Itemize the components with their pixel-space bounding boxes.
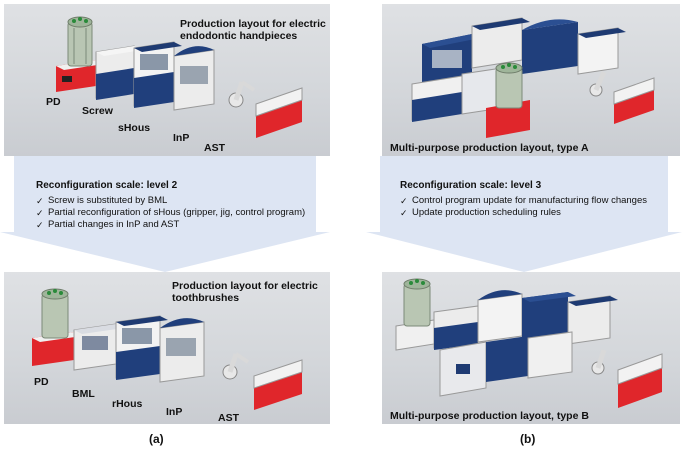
arrow-a-list: ✓Screw is substituted by BML ✓Partial re… [36, 195, 305, 231]
label-inp: InP [173, 132, 190, 144]
check-icon: ✓ [36, 208, 44, 218]
check-icon: ✓ [36, 220, 44, 230]
label-ast: AST [218, 412, 239, 424]
list-item: ✓Screw is substituted by BML [36, 195, 168, 206]
label-inp: InP [166, 406, 183, 418]
reconfiguration-arrow-b [366, 156, 682, 272]
panel-a-top-caption: Production layout for electric endodonti… [180, 18, 326, 42]
reconfiguration-arrow-a [0, 156, 330, 272]
label-rhous: rHous [112, 398, 143, 410]
list-item: ✓Partial changes in InP and AST [36, 219, 180, 230]
label-shous: sHous [118, 122, 151, 134]
list-item: ✓Partial reconfiguration of sHous (gripp… [36, 207, 306, 218]
label-pd: PD [34, 376, 49, 388]
list-item: ✓Control program update for manufacturin… [400, 195, 647, 206]
multi-purpose-layout-b-render [395, 278, 663, 408]
check-icon: ✓ [400, 196, 408, 206]
label-pd: PD [46, 96, 61, 108]
production-layout-toothbrushes-render [32, 288, 303, 410]
label-bml: BML [72, 388, 95, 400]
panel-b-bottom: Multi-purpose production layout, type B [382, 272, 680, 424]
subfigure-label-b: (b) [520, 432, 536, 446]
check-icon: ✓ [400, 208, 408, 218]
panel-a-top: Production layout for electric endodonti… [4, 4, 330, 156]
production-layout-handpieces-render [56, 16, 303, 138]
arrow-a-text: Reconfiguration scale: level 2 ✓Screw is… [36, 180, 305, 231]
multi-purpose-layout-a-render [411, 17, 655, 138]
check-icon: ✓ [36, 196, 44, 206]
panel-b-top: Multi-purpose production layout, type A [382, 4, 680, 156]
panel-a-bottom-caption: Production layout for electric toothbrus… [172, 280, 318, 304]
list-item: ✓Update production scheduling rules [400, 207, 561, 218]
subfigure-label-a: (a) [149, 432, 164, 446]
arrow-a-header: Reconfiguration scale: level 2 [36, 180, 178, 191]
label-ast: AST [204, 142, 225, 154]
arrow-b-list: ✓Control program update for manufacturin… [400, 195, 647, 219]
panel-a-bottom: Production layout for electric toothbrus… [4, 272, 330, 424]
arrow-b-header: Reconfiguration scale: level 3 [400, 180, 542, 191]
panel-b-bottom-caption: Multi-purpose production layout, type B [390, 410, 589, 422]
arrow-b-text: Reconfiguration scale: level 3 ✓Control … [400, 180, 647, 219]
label-screw: Screw [82, 105, 113, 117]
panel-b-top-caption: Multi-purpose production layout, type A [390, 142, 589, 154]
